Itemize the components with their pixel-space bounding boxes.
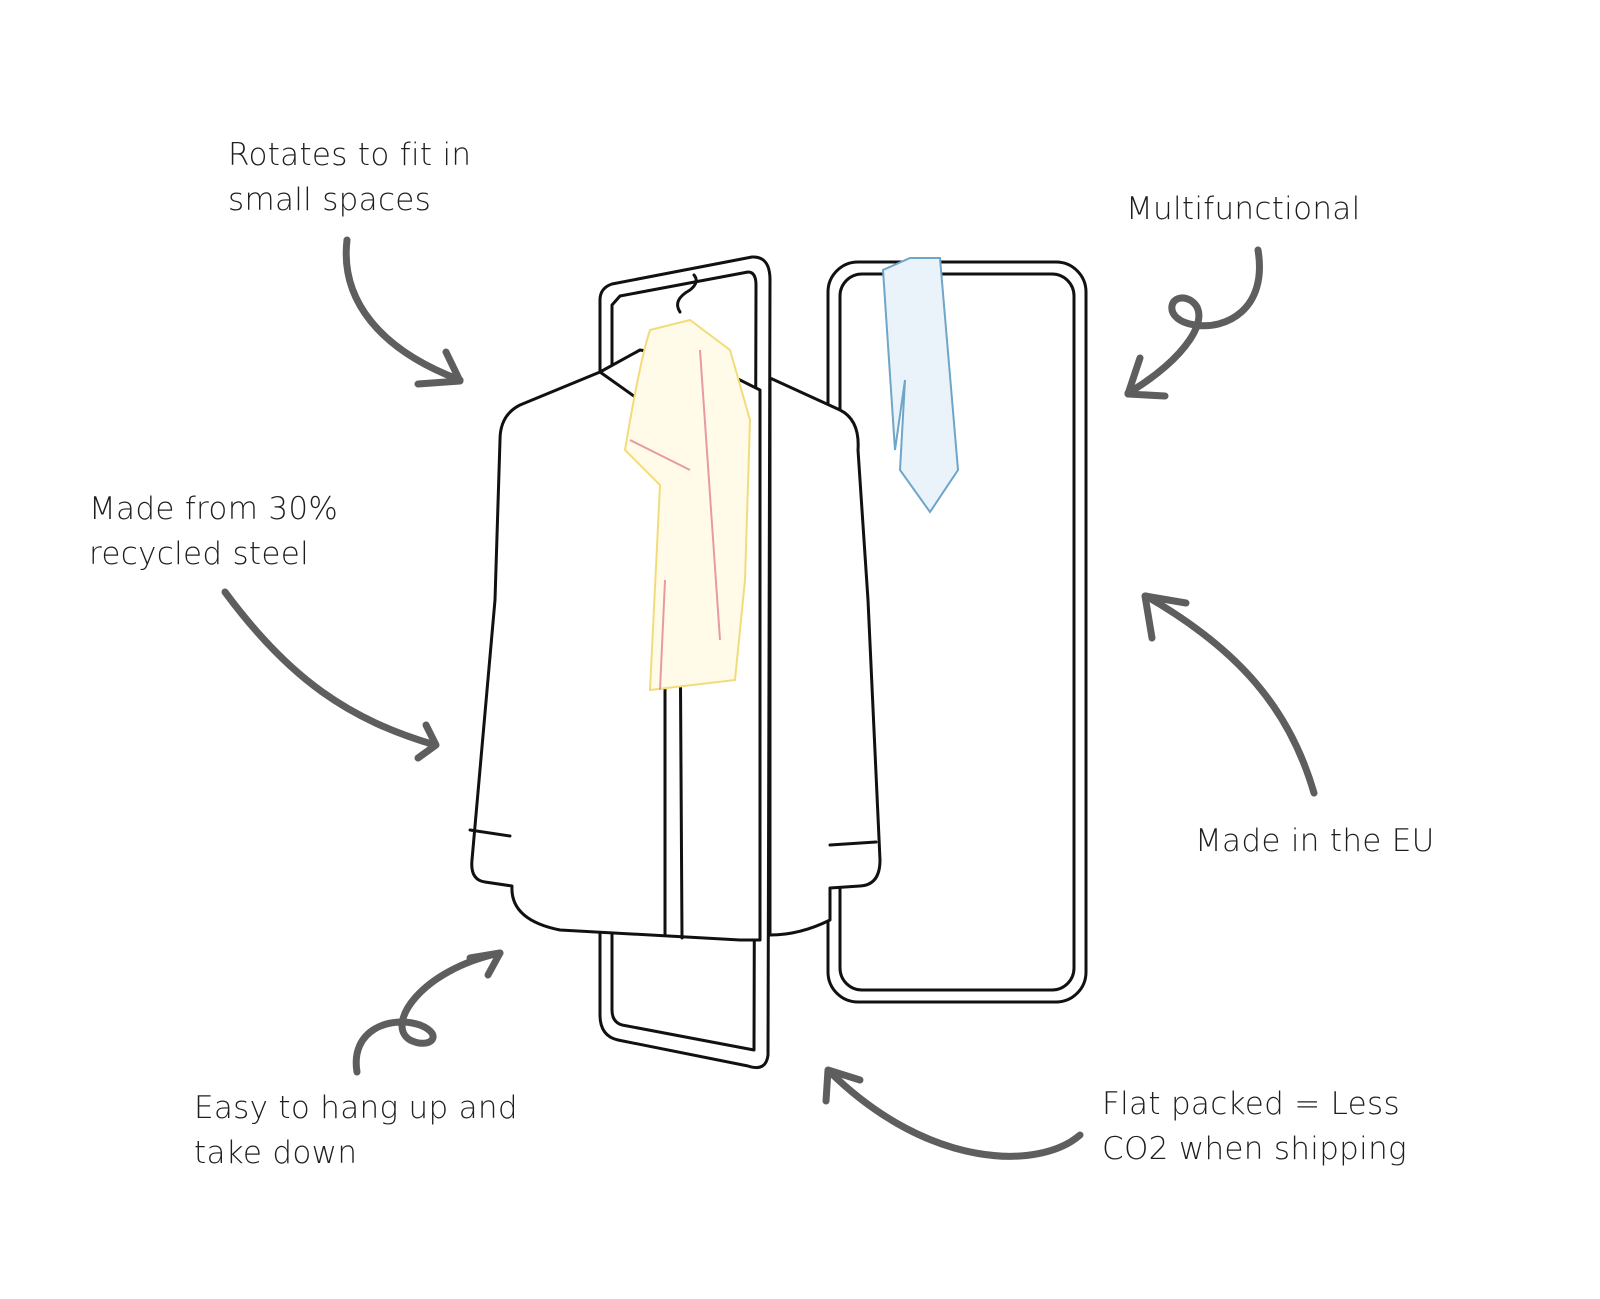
arrow-flat — [822, 1066, 1084, 1160]
callout-recycled: Made from 30% recycled steel — [89, 487, 338, 577]
callout-rotates: Rotates to fit in small spaces — [228, 133, 471, 223]
callout-line: Rotates to fit in — [228, 137, 472, 173]
callout-line: Multifunctional — [1126, 191, 1361, 227]
callout-multifunctional: Multifunctional — [1126, 187, 1361, 232]
hanger-hook — [676, 273, 698, 314]
tie — [881, 257, 960, 514]
arrow-multifunctional — [1124, 246, 1263, 400]
callout-line: Made from 30% — [89, 491, 339, 527]
callout-line: Flat packed = Less — [1102, 1086, 1400, 1122]
callout-line: CO2 when shipping — [1102, 1131, 1407, 1167]
callout-line: small spaces — [228, 182, 432, 218]
arrow-recycled — [221, 588, 440, 762]
callout-eu: Made in the EU — [1195, 819, 1435, 864]
rack-left — [598, 255, 772, 1070]
callout-line: Easy to hang up and — [194, 1090, 518, 1126]
callout-flat: Flat packed = Less CO2 when shipping — [1102, 1082, 1407, 1172]
callout-easy: Easy to hang up and take down — [194, 1086, 518, 1176]
callout-line: recycled steel — [89, 536, 310, 572]
scarf — [623, 318, 752, 692]
arrow-rotates — [342, 236, 464, 388]
callout-line: Made in the EU — [1195, 823, 1435, 859]
arrow-eu — [1141, 592, 1318, 797]
arrow-easy — [352, 949, 504, 1076]
callout-line: take down — [194, 1135, 358, 1171]
